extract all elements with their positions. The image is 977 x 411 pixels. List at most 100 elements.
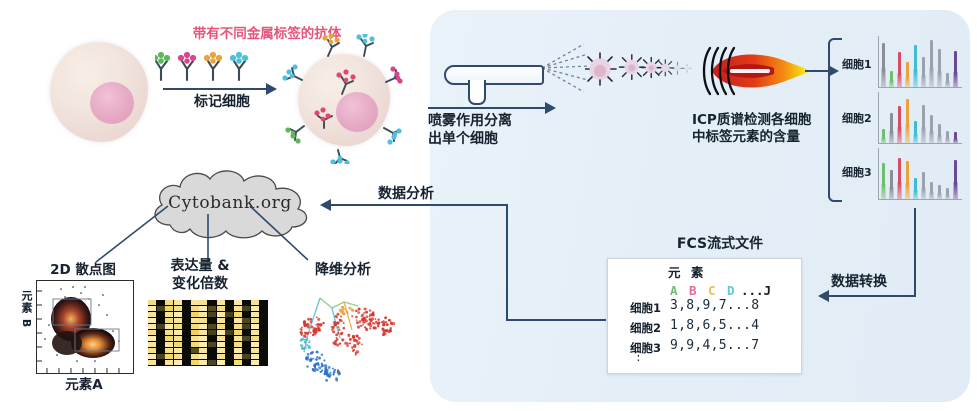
dimred-point [305, 338, 309, 341]
label-cells-arrow-line [163, 88, 269, 90]
dimred-point [338, 318, 341, 321]
heatmap-cell [190, 300, 199, 306]
dimred-point [324, 367, 328, 370]
heatmap-cell [242, 306, 251, 312]
heatmap-cell [199, 324, 208, 330]
dimred-point [365, 310, 369, 314]
spectrum-peak [890, 170, 894, 199]
stream-cell-3 [640, 56, 662, 79]
heatmap-cell [259, 336, 268, 342]
icp-to-spectra-line [805, 70, 831, 72]
spectrum-peak-shoulder [896, 72, 903, 87]
heatmap-cell [208, 360, 216, 366]
dimred-point [338, 342, 342, 345]
dimred-point [363, 311, 366, 314]
heatmap-cell [233, 342, 242, 348]
spectrum-peak [954, 159, 958, 199]
dimred-point [315, 316, 318, 319]
dimred-point [332, 341, 336, 345]
heatmap-cell [259, 348, 268, 354]
heatmap-cell [259, 342, 268, 348]
heatmap-cell [173, 360, 182, 366]
dimred-point [360, 314, 364, 318]
spectrum-peak [930, 39, 934, 87]
spray-rays [541, 42, 598, 94]
spectra-label-3: 细胞3 [842, 166, 872, 179]
dimred-point [317, 317, 321, 321]
heatmap-cell [173, 306, 182, 312]
heatmap-cell [225, 348, 234, 354]
cytobank-cloud[interactable]: Cytobank.org [140, 165, 320, 243]
spectrum-peak [922, 172, 926, 199]
spectrum-peak-shoulder [952, 71, 959, 87]
dimred-point [315, 331, 318, 334]
heatmap-cell [173, 330, 182, 336]
heatmap-cell [165, 324, 174, 330]
heatmap-cell [182, 330, 191, 336]
dimred-point [321, 369, 324, 372]
fcs-row-label-3: 细胞3 [630, 341, 662, 355]
heatmap-cell [242, 336, 251, 342]
spectrum-peak-shoulder [904, 124, 911, 143]
dimred-point [384, 316, 388, 320]
dimred-point [335, 333, 338, 337]
unlabeled-cell [46, 38, 152, 146]
analysis-hline [330, 204, 508, 206]
heatmap-cell [156, 324, 165, 330]
dimred-point [319, 370, 322, 373]
spectrum-peak-shoulder [888, 130, 895, 143]
analysis-arrow-head [320, 199, 331, 211]
heatmap-cell [216, 360, 225, 366]
dimred-point [369, 323, 373, 328]
heatmap-cell [242, 312, 251, 318]
heatmap-cell [199, 342, 208, 348]
dimred-point [382, 331, 386, 335]
heatmap-cell [225, 330, 234, 336]
heatmap-cell [208, 318, 216, 324]
heatmap-cell [225, 354, 234, 360]
single-cell-stream [583, 48, 695, 90]
dimred-point [357, 336, 361, 340]
heatmap-cell [225, 342, 234, 348]
spectrum-peak-shoulder [880, 136, 887, 143]
spectrum-peak [906, 98, 910, 143]
heatmap-cell [165, 354, 174, 360]
dimred-point [323, 359, 326, 362]
dimred-point [354, 338, 357, 342]
dimred-point [340, 332, 343, 336]
dimred-point [358, 320, 362, 324]
spectrum-peak [890, 70, 894, 87]
dimred-point [390, 322, 393, 326]
heatmap-cell [190, 336, 199, 342]
nebulize-text: 喷雾作用分离 出单个细胞 [428, 113, 512, 147]
nebulizer [440, 55, 560, 110]
dimred-point [310, 325, 314, 329]
dimred-point [316, 362, 320, 366]
spectrum-peak [914, 44, 918, 87]
fcs-card: 元 素 A B C D ...J 细胞1 3,8,9,7...8 细胞2 1,8… [607, 258, 802, 374]
dimred-point [307, 317, 310, 321]
dimred-point [332, 370, 336, 374]
dimred-point [369, 327, 372, 330]
heatmap-cell [182, 336, 191, 342]
heatmap-cell [225, 336, 234, 342]
dimred-point [306, 332, 309, 335]
heatmap-cell [199, 330, 208, 336]
spectrum-peak-shoulder [896, 127, 903, 143]
dimred-point [320, 362, 324, 366]
spectrum-peak-shoulder [944, 137, 951, 143]
dimred-point [341, 310, 345, 313]
heatmap-cell [242, 318, 251, 324]
dimred-point [385, 329, 388, 333]
heatmap-cell [242, 354, 251, 360]
heatmap-cell [225, 312, 234, 318]
dimred-point [357, 311, 361, 314]
dimred-point [311, 350, 314, 354]
heatmap-cell [250, 354, 259, 360]
heatmap-cell [250, 306, 259, 312]
heatmap-plot [148, 300, 268, 366]
dimred-point [337, 332, 340, 335]
fcs-title: FCS流式文件 [676, 236, 764, 252]
spectrum-peak-shoulder [912, 69, 919, 87]
spectrum-panel-1 [876, 36, 962, 90]
